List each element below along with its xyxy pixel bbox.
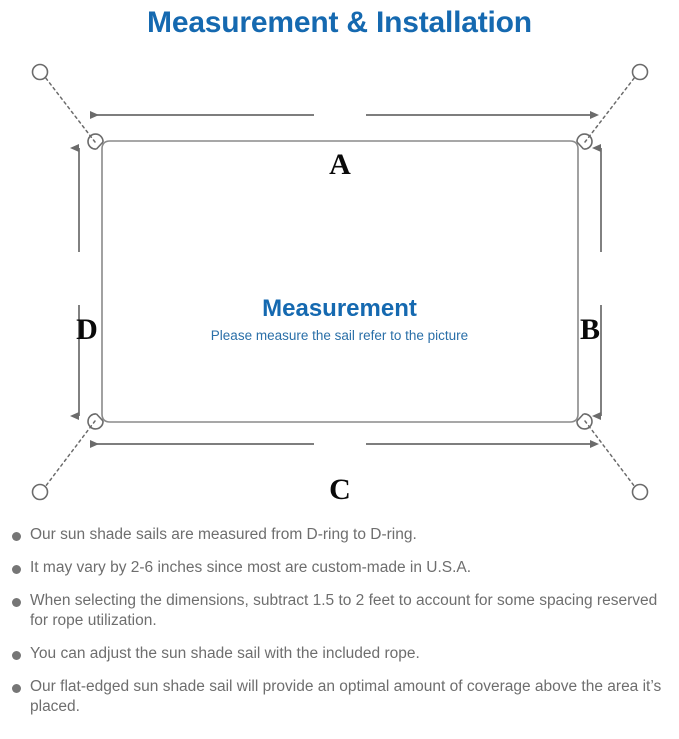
anchor-points <box>31 63 649 501</box>
bullet-icon <box>12 598 21 607</box>
bullet-icon <box>12 565 21 574</box>
sail-body <box>101 140 579 423</box>
bullet-icon <box>12 651 21 660</box>
dimension-label-d: D <box>76 313 98 346</box>
bullet-icon <box>12 532 21 541</box>
note-text: When selecting the dimensions, subtract … <box>30 592 658 629</box>
list-item: You can adjust the sun shade sail with t… <box>0 644 679 664</box>
rope-bottom-right <box>584 420 636 488</box>
dimension-label-a: A <box>329 148 351 181</box>
dimension-label-b: B <box>579 313 600 346</box>
rope-top-right <box>584 76 636 143</box>
diagram-svg <box>31 63 649 501</box>
anchor-point-top-left <box>31 63 49 81</box>
rope-bottom-left <box>44 420 96 488</box>
list-item: When selecting the dimensions, subtract … <box>0 591 679 631</box>
note-text: Our flat-edged sun shade sail will provi… <box>30 678 662 715</box>
anchor-point-bottom-right <box>631 483 649 501</box>
note-text: You can adjust the sun shade sail with t… <box>30 645 420 662</box>
rope-lines <box>44 76 636 488</box>
note-text: Our sun shade sails are measured from D-… <box>30 526 417 543</box>
list-item: Our flat-edged sun shade sail will provi… <box>0 677 679 717</box>
list-item: Our sun shade sails are measured from D-… <box>0 525 679 545</box>
bullet-icon <box>12 684 21 693</box>
notes-list: Our sun shade sails are measured from D-… <box>0 525 679 730</box>
note-text: It may vary by 2-6 inches since most are… <box>30 559 472 576</box>
page-title: Measurement & Installation <box>147 6 532 39</box>
measurement-diagram: Measurement Please measure the sail refe… <box>0 52 679 512</box>
anchor-point-top-right <box>631 63 649 81</box>
rope-top-left <box>44 76 96 143</box>
anchor-point-bottom-left <box>31 483 49 501</box>
dimension-label-c: C <box>329 473 351 506</box>
list-item: It may vary by 2-6 inches since most are… <box>0 558 679 578</box>
